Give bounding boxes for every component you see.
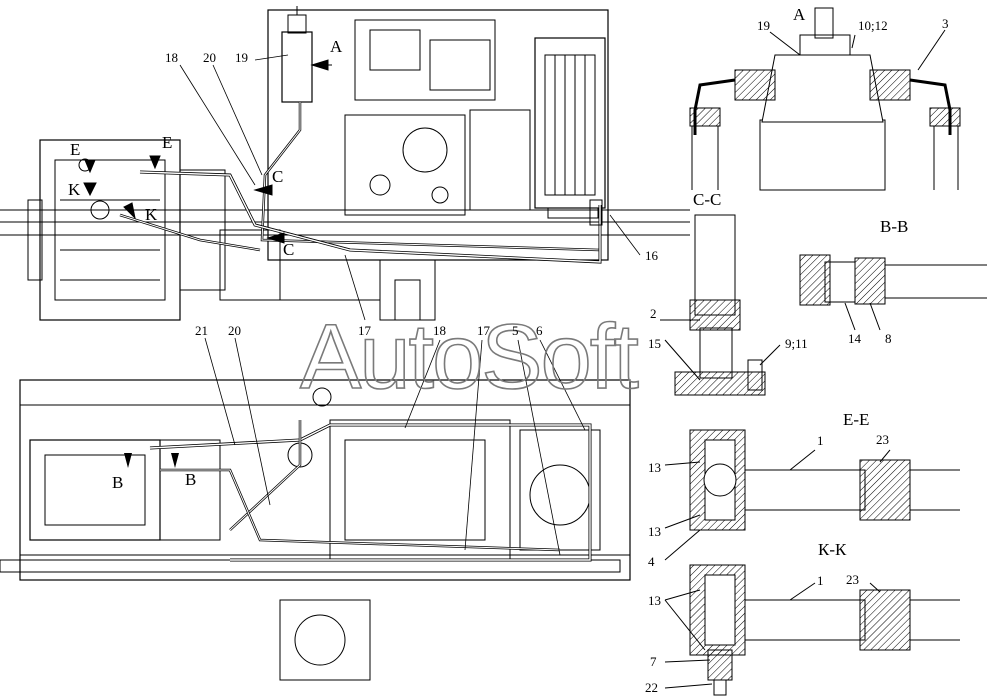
view-kk-22: 22 <box>645 680 658 695</box>
view-ee-title: E-E <box>843 410 869 429</box>
view-bb-8: 8 <box>885 331 892 346</box>
callout-5: 5 <box>512 323 519 338</box>
view-kk-1: 1 <box>817 573 824 588</box>
view-arrow-k-1: K <box>68 180 81 199</box>
section-arrows-plan <box>124 453 179 468</box>
view-ee <box>664 429 960 561</box>
view-arrow-b-1: B <box>112 473 123 492</box>
leader-lines-plan <box>204 337 586 556</box>
callout-20-plan: 20 <box>228 323 241 338</box>
view-kk-7: 7 <box>650 654 657 669</box>
view-a-19: 19 <box>757 18 770 33</box>
view-cc-15: 15 <box>648 336 661 351</box>
view-a-labels: A 19 10;12 3 <box>757 5 949 33</box>
view-kk-labels: К-К 1 23 13 7 22 <box>645 540 859 695</box>
callout-16: 16 <box>645 248 659 263</box>
view-kk-13: 13 <box>648 593 661 608</box>
view-arrow-c-1: C <box>272 167 283 186</box>
callout-labels: 18 20 19 A E E K K C C 16 17 21 20 18 17… <box>68 37 659 492</box>
view-ee-1: 1 <box>817 433 824 448</box>
view-ee-13-b: 13 <box>648 524 661 539</box>
view-ee-23: 23 <box>876 432 889 447</box>
view-cc-9-11: 9;11 <box>785 336 808 351</box>
view-a-title: A <box>793 5 806 24</box>
callout-21: 21 <box>195 323 208 338</box>
view-arrow-e-2: E <box>162 133 172 152</box>
callout-19: 19 <box>235 50 248 65</box>
view-a-10-12: 10;12 <box>858 18 888 33</box>
view-arrow-b-2: B <box>185 470 196 489</box>
callout-17: 17 <box>358 323 372 338</box>
view-kk-title: К-К <box>818 540 847 559</box>
view-arrow-a: A <box>330 37 343 56</box>
leader-lines-top <box>179 54 641 321</box>
view-cc-title: C-C <box>693 190 721 209</box>
callout-18: 18 <box>165 50 178 65</box>
view-ee-13-a: 13 <box>648 460 661 475</box>
callout-6: 6 <box>536 323 543 338</box>
view-ee-labels: E-E 1 23 13 13 4 <box>648 410 889 569</box>
view-cc <box>660 214 781 396</box>
section-arrows-top <box>83 59 332 244</box>
view-bb-title: B-B <box>880 217 908 236</box>
view-arrow-e-1: E <box>70 140 80 159</box>
view-cc-labels: C-C 2 15 9;11 <box>648 190 808 351</box>
view-arrow-c-2: C <box>283 240 294 259</box>
view-kk-23: 23 <box>846 572 859 587</box>
callout-18-plan: 18 <box>433 323 446 338</box>
callout-17-plan: 17 <box>477 323 491 338</box>
callout-20: 20 <box>203 50 216 65</box>
view-ee-4: 4 <box>648 554 655 569</box>
watermark: AutoSoft <box>300 306 638 408</box>
view-bb-labels: B-B 14 8 <box>848 217 908 346</box>
view-arrow-k-2: K <box>145 205 158 224</box>
view-cc-2: 2 <box>650 306 657 321</box>
view-bb <box>799 254 987 331</box>
engine-side-view <box>0 6 690 321</box>
view-a <box>689 7 961 191</box>
view-a-3: 3 <box>942 16 949 31</box>
view-bb-14: 14 <box>848 331 862 346</box>
view-kk <box>664 564 960 696</box>
plan-view <box>0 379 631 681</box>
